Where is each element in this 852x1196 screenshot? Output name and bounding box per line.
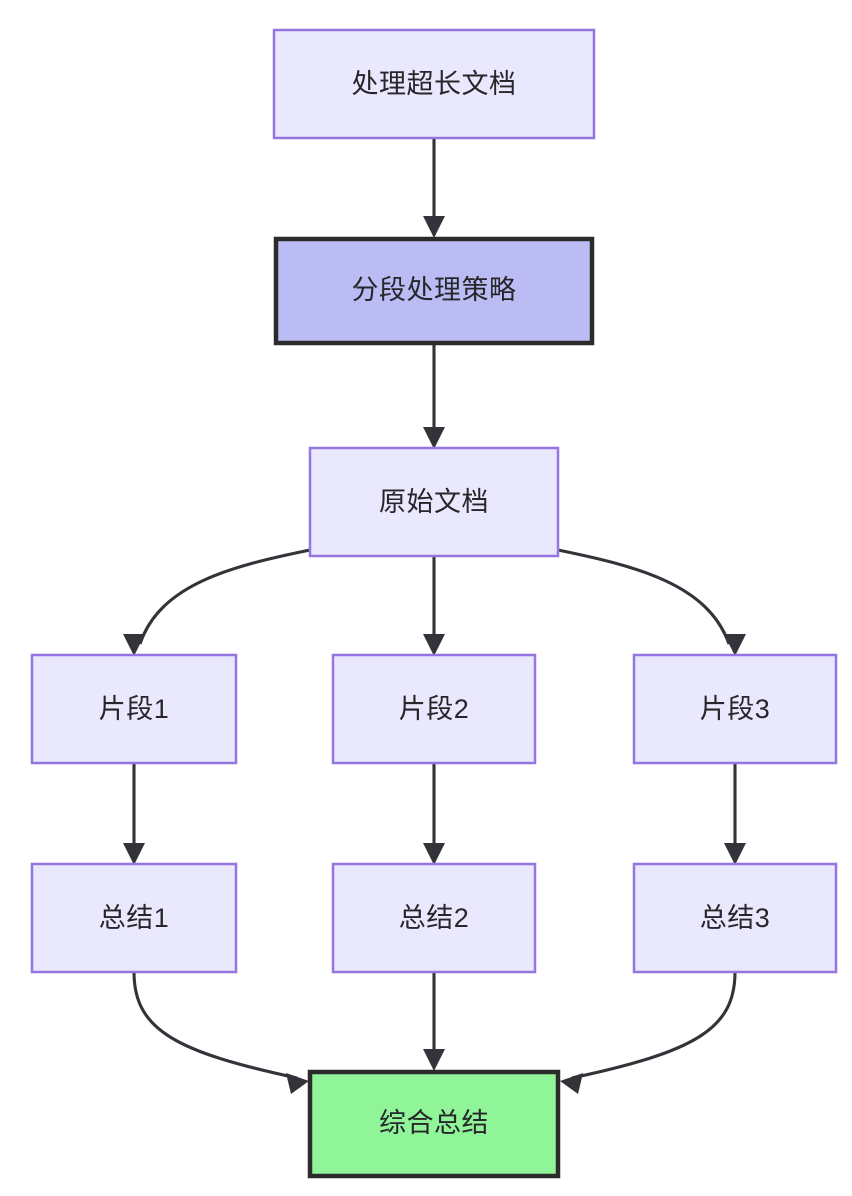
node-label-process-long-document: 处理超长文档 <box>352 69 517 99</box>
edge-fragment3-to-summary3 <box>724 763 746 865</box>
node-source-document[interactable]: 原始文档 <box>308 446 560 558</box>
node-box-chunking-strategy[interactable] <box>273 236 595 346</box>
node-label-source-document: 原始文档 <box>379 487 489 517</box>
edge-process-to-strategy <box>423 138 445 238</box>
edge-summary1-to-final <box>132 971 309 1094</box>
node-box-process-long-document[interactable] <box>272 28 596 140</box>
node-label-summary-1: 总结1 <box>99 903 170 933</box>
arrow-head-icon <box>423 216 445 238</box>
edge-layer <box>123 138 746 1094</box>
edge-source-to-fragment1 <box>123 548 311 656</box>
arrow-head-icon <box>724 634 746 656</box>
node-label-fragment-3: 片段3 <box>700 694 771 724</box>
arrow-head-icon <box>724 843 746 865</box>
node-summary-1[interactable]: 总结1 <box>30 862 238 974</box>
arrow-head-icon <box>286 1073 309 1094</box>
node-label-fragment-1: 片段1 <box>99 694 170 724</box>
arrow-head-icon <box>423 634 445 656</box>
node-label-summary-3: 总结3 <box>700 903 771 933</box>
edge-summary3-to-final <box>560 971 737 1094</box>
edge-source-to-fragment2 <box>423 556 445 656</box>
node-chunking-strategy[interactable]: 分段处理策略 <box>273 236 595 346</box>
edge-fragment2-to-summary2 <box>423 763 445 865</box>
edge-source-to-fragment3 <box>557 548 746 656</box>
node-summary-2[interactable]: 总结2 <box>331 862 537 974</box>
node-box-fragment-1[interactable] <box>30 653 238 765</box>
node-box-fragment-2[interactable] <box>331 653 537 765</box>
node-layer: 处理超长文档 分段处理策略 原始文档 片段1 片段2 <box>30 28 838 1179</box>
node-box-fragment-3[interactable] <box>632 653 838 765</box>
node-process-long-document[interactable]: 处理超长文档 <box>272 28 596 140</box>
edge-strategy-to-source <box>423 345 445 449</box>
arrow-head-icon <box>423 843 445 865</box>
arrow-head-icon <box>423 1049 445 1071</box>
node-box-final-summary[interactable] <box>307 1069 561 1179</box>
node-fragment-3[interactable]: 片段3 <box>632 653 838 765</box>
edge-fragment1-to-summary1 <box>123 763 145 865</box>
node-box-source-document[interactable] <box>308 446 560 558</box>
node-box-summary-1[interactable] <box>30 862 238 974</box>
node-box-summary-2[interactable] <box>331 862 537 974</box>
node-label-chunking-strategy: 分段处理策略 <box>352 275 517 305</box>
node-box-summary-3[interactable] <box>632 862 838 974</box>
arrow-head-icon <box>123 634 145 656</box>
arrow-head-icon <box>423 427 445 449</box>
node-fragment-2[interactable]: 片段2 <box>331 653 537 765</box>
edge-summary2-to-final <box>423 972 445 1071</box>
node-label-summary-2: 总结2 <box>399 903 470 933</box>
arrow-head-icon <box>560 1073 583 1094</box>
node-summary-3[interactable]: 总结3 <box>632 862 838 974</box>
node-final-summary[interactable]: 综合总结 <box>307 1069 561 1179</box>
arrow-head-icon <box>123 843 145 865</box>
node-fragment-1[interactable]: 片段1 <box>30 653 238 765</box>
node-label-final-summary: 综合总结 <box>379 1108 489 1138</box>
node-label-fragment-2: 片段2 <box>399 694 470 724</box>
